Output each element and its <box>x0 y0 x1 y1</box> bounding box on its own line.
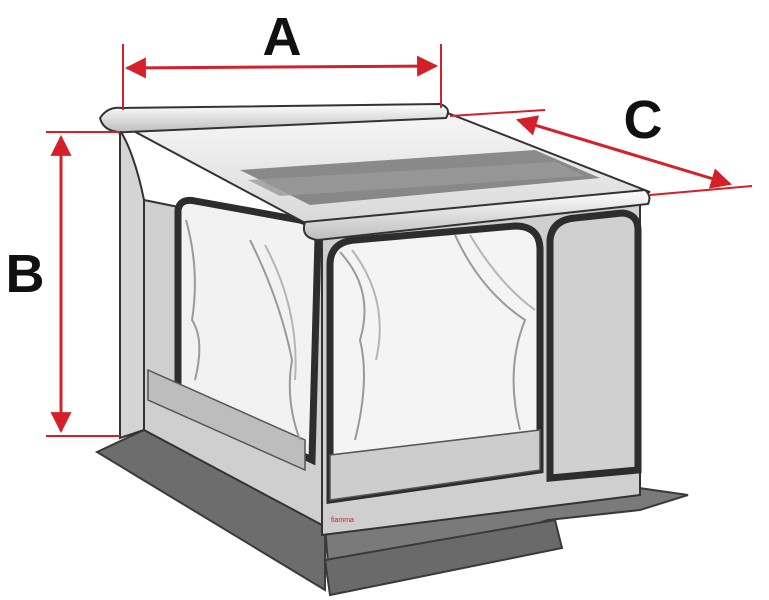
dimension-c-label: C <box>624 90 663 150</box>
dimension-b: B <box>6 131 120 437</box>
ground-mat <box>94 428 689 597</box>
dimension-a-label: A <box>263 7 302 67</box>
dimension-c: C <box>449 90 753 196</box>
brand-mark: fiamma <box>331 517 354 524</box>
dimension-a: A <box>122 7 442 110</box>
caravan-wall <box>117 127 145 440</box>
dimension-b-label: B <box>6 244 45 304</box>
front-panel: fiamma <box>321 201 642 537</box>
